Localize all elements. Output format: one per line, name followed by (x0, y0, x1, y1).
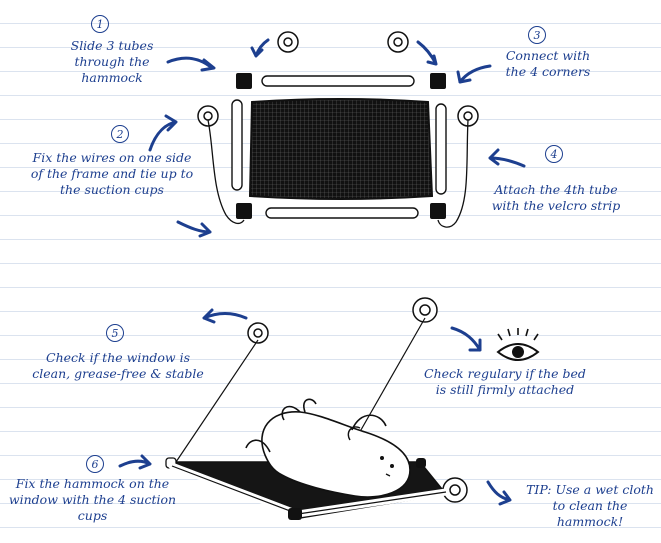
step-3-number: 3 (528, 26, 546, 44)
mount-suction-cup-left (247, 322, 269, 344)
corner-connector-top-right (430, 73, 446, 89)
step-1-number: 1 (91, 15, 109, 33)
corner-connector-top-left (236, 73, 252, 89)
corner-connector-bottom-right (430, 203, 446, 219)
eye-icon (496, 328, 540, 361)
step-6-text: Fix the hammock on the window with the 4… (8, 476, 177, 523)
side-suction-cup-right (457, 105, 479, 127)
arrow-step3 (456, 64, 492, 84)
wire-left (207, 119, 245, 225)
tube-bottom (265, 207, 419, 219)
step-5-number: 5 (106, 324, 124, 342)
step-3-text: Connect with the 4 corners (505, 48, 591, 79)
hammock-mesh (248, 98, 434, 200)
step-2-number: 2 (111, 125, 129, 143)
step-4-number: 4 (545, 145, 563, 163)
arrow-step6 (118, 454, 152, 470)
top-suction-cup-left (277, 31, 299, 53)
step-2-text: Fix the wires on one side of the frame a… (30, 150, 194, 197)
mount-suction-cup-right (412, 297, 438, 323)
arrow-step2 (148, 114, 178, 152)
arrow-step4 (488, 148, 526, 168)
arrow-tip (486, 480, 512, 506)
side-suction-cup-left (197, 105, 219, 127)
arrow-step1 (166, 56, 216, 72)
arrow-step5 (202, 308, 248, 324)
step-6-number: 6 (86, 455, 104, 473)
tube-left (231, 99, 243, 191)
step-1-text: Slide 3 tubes through the hammock (70, 38, 154, 85)
corner-connector-bottom-left (236, 203, 252, 219)
check-attached-note: Check regulary if the bed is still firml… (424, 366, 586, 397)
arrow-step3-cup (416, 40, 438, 66)
arrow-check (450, 326, 482, 352)
cat-illustration (245, 398, 411, 498)
step-4-text: Attach the 4th tube with the velcro stri… (491, 182, 621, 213)
tip-note: TIP: Use a wet cloth to clean the hammoc… (526, 482, 654, 529)
tube-right (435, 103, 447, 195)
step-5-text: Check if the window is clean, grease-fre… (32, 350, 204, 381)
top-suction-cup-right (387, 31, 409, 53)
arrow-step1-cup (250, 38, 270, 58)
wire-right (437, 119, 469, 228)
tube-top (261, 75, 415, 87)
arrow-step2-down (176, 220, 212, 238)
